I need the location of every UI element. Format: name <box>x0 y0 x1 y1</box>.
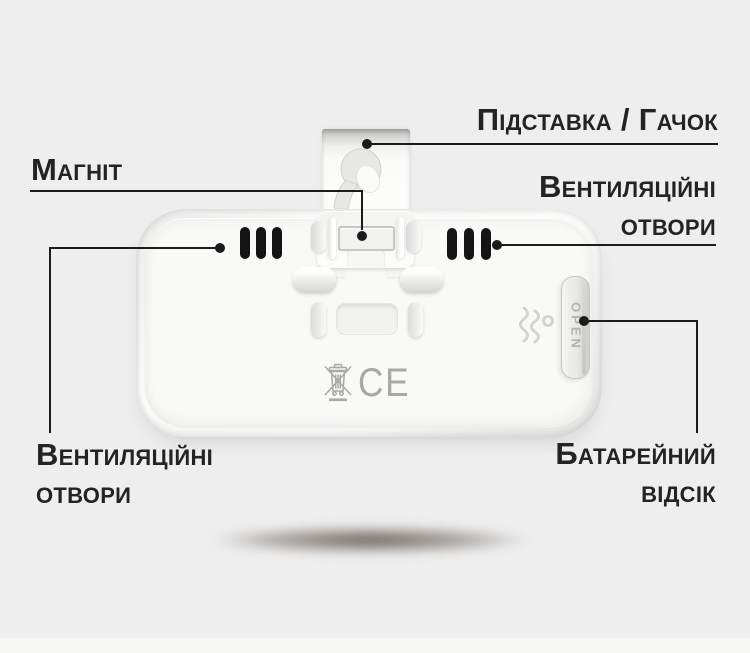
vent-hole <box>464 228 474 260</box>
vent-hole <box>481 228 491 260</box>
label-battery: Батарейний відсік <box>555 436 716 509</box>
ground-shadow <box>148 520 593 560</box>
side-clip-right <box>406 221 421 253</box>
stand-foot-left <box>293 267 336 291</box>
wall-mount-recess <box>336 303 398 335</box>
vent-hole <box>240 227 250 259</box>
magnet-plate <box>338 226 395 251</box>
stand-rail-right <box>396 217 404 259</box>
lower-clip-left <box>311 302 326 337</box>
label-stand-hook: Підставка / Гачок <box>476 102 718 137</box>
lower-clip-right <box>408 302 423 337</box>
weee-crossed-bin-icon <box>324 363 352 402</box>
battery-door-open-label: OPEN <box>568 301 583 351</box>
label-vents-right: Вентиляційні отвори <box>538 169 716 242</box>
wave-emboss-icon <box>519 306 554 344</box>
stand-foot-right <box>400 267 443 291</box>
ce-mark: CE <box>358 361 411 405</box>
stand-rail-left <box>328 217 336 259</box>
vent-hole <box>447 228 457 260</box>
battery-compartment-door: OPEN <box>561 276 590 379</box>
vent-hole <box>272 227 282 259</box>
hanger-strap <box>322 129 410 215</box>
label-magnet: Магніт <box>31 152 123 187</box>
vent-hole <box>256 227 266 259</box>
side-clip-left <box>311 221 326 253</box>
hook-icon <box>333 148 382 210</box>
bottom-strip <box>0 638 750 653</box>
label-vents-left: Вентиляційні отвори <box>36 437 214 510</box>
